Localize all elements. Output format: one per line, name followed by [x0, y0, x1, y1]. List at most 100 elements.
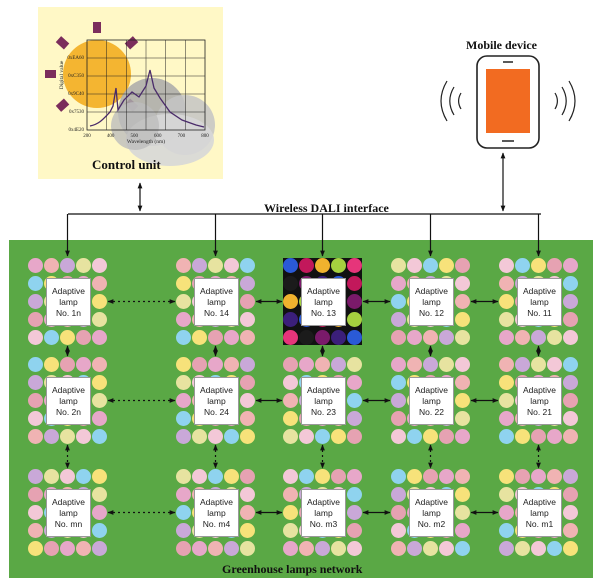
- led-dot: [60, 469, 75, 484]
- led-dot: [347, 294, 362, 309]
- lamp-label-line2: lamp: [207, 296, 226, 307]
- led-dot: [499, 393, 514, 408]
- led-dot: [92, 505, 107, 520]
- led-dot: [455, 429, 470, 444]
- lamp-label-line2: lamp: [422, 296, 441, 307]
- led-dot: [176, 393, 191, 408]
- led-dot: [391, 276, 406, 291]
- led-dot: [92, 523, 107, 538]
- led-dot: [547, 330, 562, 345]
- led-dot: [28, 487, 43, 502]
- y-tick-label: 0xEA60: [67, 56, 84, 61]
- led-dot: [44, 357, 59, 372]
- x-tick-label: 400: [107, 134, 115, 139]
- led-dot: [407, 429, 422, 444]
- mobile-device-label: Mobile device: [466, 38, 537, 52]
- led-dot: [499, 541, 514, 556]
- led-dot: [28, 258, 43, 273]
- lamp-label-line1: Adaptive: [306, 384, 341, 395]
- led-dot: [563, 357, 578, 372]
- network-label: Greenhouse lamps network: [222, 562, 363, 576]
- led-dot: [92, 258, 107, 273]
- led-dot: [347, 258, 362, 273]
- led-dot: [60, 429, 75, 444]
- lamp-label-line2: lamp: [59, 296, 78, 307]
- led-dot: [331, 429, 346, 444]
- led-dot: [347, 393, 362, 408]
- led-dot: [283, 357, 298, 372]
- led-dot: [315, 469, 330, 484]
- led-dot: [499, 294, 514, 309]
- led-dot: [240, 393, 255, 408]
- led-dot: [60, 330, 75, 345]
- led-dot: [299, 258, 314, 273]
- led-dot: [240, 294, 255, 309]
- led-dot: [439, 330, 454, 345]
- led-dot: [347, 312, 362, 327]
- led-dot: [499, 357, 514, 372]
- led-dot: [240, 469, 255, 484]
- led-dot: [28, 411, 43, 426]
- lamp-label-line2: lamp: [59, 395, 78, 406]
- led-dot: [331, 258, 346, 273]
- lamp-label-line1: Adaptive: [51, 384, 86, 395]
- led-dot: [283, 375, 298, 390]
- led-dot: [331, 357, 346, 372]
- led-dot: [240, 258, 255, 273]
- led-dot: [547, 469, 562, 484]
- lamp-label-line1: Adaptive: [414, 496, 449, 507]
- lamp-label-line3: No. 22: [418, 406, 445, 417]
- led-dot: [176, 357, 191, 372]
- led-dot: [240, 541, 255, 556]
- led-dot: [240, 411, 255, 426]
- led-dot: [192, 541, 207, 556]
- led-dot: [224, 357, 239, 372]
- led-dot: [563, 330, 578, 345]
- led-dot: [76, 469, 91, 484]
- led-dot: [563, 312, 578, 327]
- led-dot: [92, 411, 107, 426]
- led-dot: [176, 276, 191, 291]
- lamp-label-line3: No. 13: [310, 307, 337, 318]
- led-dot: [499, 487, 514, 502]
- led-dot: [391, 523, 406, 538]
- led-dot: [515, 469, 530, 484]
- led-dot: [240, 312, 255, 327]
- x-tick-label: 700: [178, 134, 186, 139]
- led-dot: [331, 469, 346, 484]
- led-dot: [315, 357, 330, 372]
- led-dot: [283, 276, 298, 291]
- led-dot: [224, 258, 239, 273]
- led-dot: [455, 469, 470, 484]
- lamp-label-line3: No. mn: [54, 518, 83, 529]
- led-dot: [315, 330, 330, 345]
- lamp-label-line2: lamp: [530, 507, 549, 518]
- led-dot: [283, 330, 298, 345]
- x-tick-label: 800: [201, 134, 209, 139]
- lamp-label-line1: Adaptive: [522, 496, 557, 507]
- led-dot: [499, 469, 514, 484]
- led-dot: [76, 429, 91, 444]
- led-dot: [28, 375, 43, 390]
- led-dot: [547, 541, 562, 556]
- led-dot: [391, 375, 406, 390]
- lamp-label-line1: Adaptive: [199, 496, 234, 507]
- led-dot: [407, 541, 422, 556]
- led-dot: [423, 429, 438, 444]
